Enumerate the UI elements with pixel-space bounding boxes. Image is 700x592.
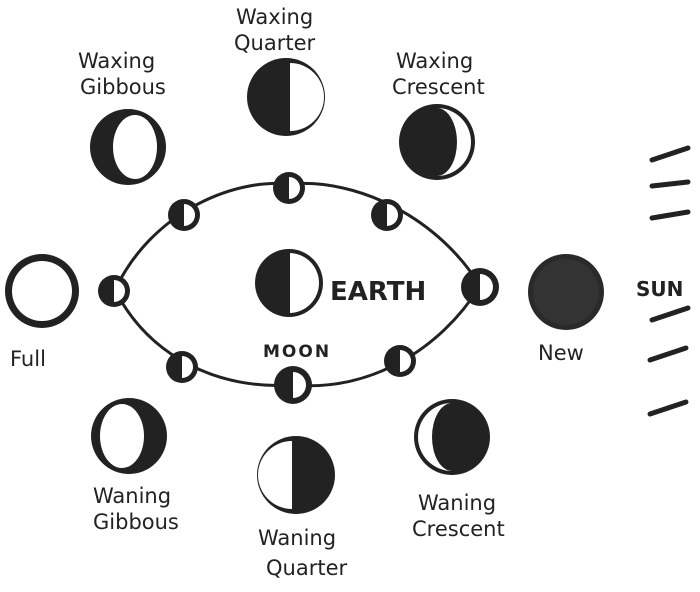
new-moon-icon — [528, 254, 604, 330]
waning-gibbous-label-line2: Gibbous — [93, 510, 179, 534]
waxing-crescent-label-line2: Crescent — [392, 75, 485, 99]
new-label: New — [538, 341, 584, 365]
waning-quarter-label-line2: Quarter — [266, 556, 347, 580]
waning-quarter-moon-icon — [257, 436, 335, 514]
orbit-moon-lower-right — [384, 345, 416, 377]
waning-gibbous-moon-icon — [91, 398, 167, 474]
moon-label: MOON — [263, 342, 331, 362]
waxing-quarter-label-line1: Waxing — [236, 5, 313, 29]
orbit-moon-lower-left — [166, 351, 198, 383]
waxing-gibbous-moon-icon — [90, 109, 166, 185]
full-label: Full — [10, 347, 46, 371]
waxing-gibbous-label-line1: Waxing — [78, 49, 155, 73]
waxing-quarter-label-line2: Quarter — [234, 31, 315, 55]
orbit-moon-top — [273, 172, 305, 204]
waxing-crescent-label-line1: Waxing — [396, 49, 473, 73]
waning-gibbous-label-line1: Waning — [93, 484, 171, 508]
earth-label: EARTH — [330, 277, 426, 307]
orbit-moon-upper-left — [168, 199, 200, 231]
waning-quarter-label-line1: Waning — [258, 526, 336, 550]
waxing-gibbous-label-line2: Gibbous — [80, 75, 166, 99]
orbit-moon-bottom — [274, 366, 312, 404]
waning-crescent-label-line1: Waning — [418, 491, 496, 515]
waxing-quarter-moon-icon — [247, 58, 325, 136]
waning-crescent-label-line2: Crescent — [412, 517, 505, 541]
orbit-moon-left — [98, 275, 130, 307]
orbit-moon-right — [461, 268, 499, 306]
sun-rays-icon — [647, 145, 691, 417]
sun-label: SUN — [636, 277, 683, 301]
orbit-moon-upper-right — [371, 199, 403, 231]
earth-icon — [255, 249, 323, 317]
waning-crescent-moon-icon — [414, 399, 490, 475]
full-moon-icon — [5, 254, 79, 328]
waxing-crescent-moon-icon — [399, 104, 475, 180]
